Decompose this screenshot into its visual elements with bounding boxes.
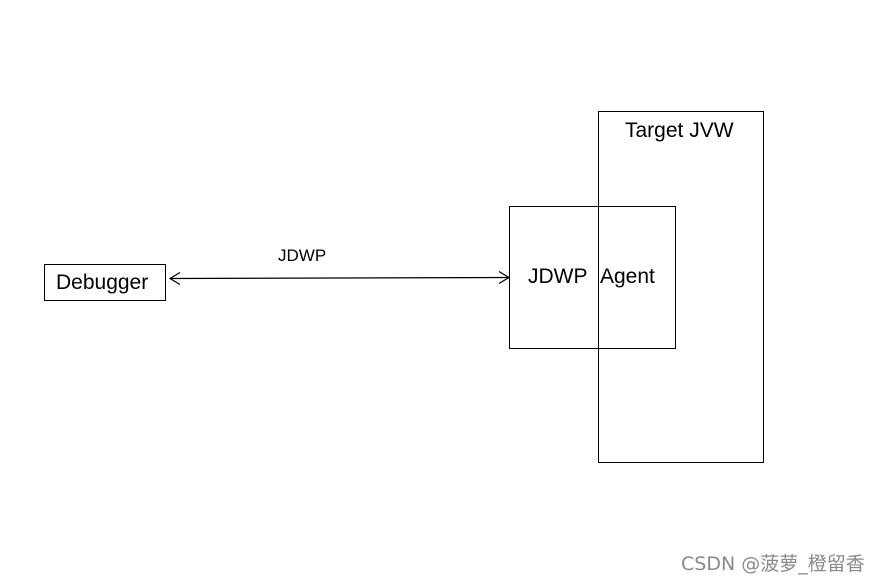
agent-name-label: Agent (600, 265, 655, 288)
debugger-box (44, 264, 166, 301)
arrow-shaft (170, 276, 510, 280)
arrowhead-left (168, 271, 181, 286)
agent-protocol-label: JDWP (528, 265, 588, 288)
target-jvm-box (598, 111, 764, 463)
debugger-to-agent-arrow (168, 270, 511, 286)
debugger-label: Debugger (56, 271, 149, 294)
jdwp-agent-box (509, 206, 676, 349)
target-jvm-label: Target JVW (625, 119, 734, 142)
edge-protocol-label: JDWP (278, 246, 327, 265)
csdn-watermark: CSDN @菠萝_橙留香 (681, 553, 865, 575)
